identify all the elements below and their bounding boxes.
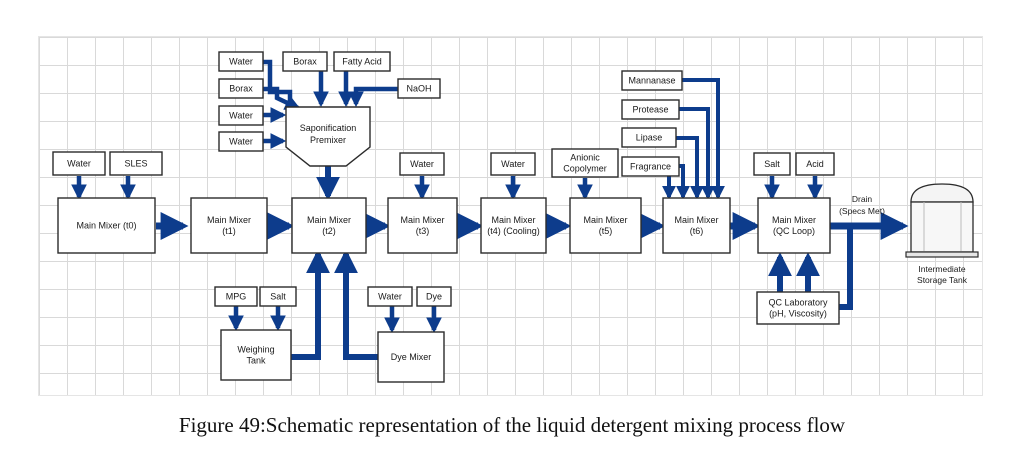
node-label: (t2) (322, 226, 336, 236)
node-label: Tank (246, 356, 266, 366)
node-label: Main Mixer (674, 215, 718, 225)
node-label: MPG (226, 292, 247, 302)
flow-weigh-t2 (291, 249, 330, 360)
node-mixer-t1: Main Mixer(t1) (190, 197, 268, 254)
node-label: Salt (764, 159, 780, 169)
node-label: (t4) (Cooling) (487, 226, 540, 236)
node-label: Premixer (310, 135, 346, 145)
node-label: (QC Loop) (773, 226, 815, 236)
node-fragrance: Fragrance (621, 156, 680, 177)
drain-label-line-2: (Specs Met) (839, 206, 885, 216)
node-water-dye: Water (367, 286, 413, 307)
node-water-t3: Water (399, 152, 445, 176)
storage-label-line-2: Storage Tank (917, 275, 968, 285)
node-mixer-t2: Main Mixer(t2) (291, 197, 367, 254)
node-label: Dye Mixer (391, 352, 432, 362)
node-water-t4: Water (490, 152, 536, 176)
flow-naoh-premixer (348, 86, 398, 108)
node-sap-borax-left: Borax (218, 78, 264, 99)
node-label: Dye (426, 292, 442, 302)
node-label: Main Mixer (772, 215, 816, 225)
node-label: Saponification (300, 123, 357, 133)
node-label: NaOH (406, 84, 431, 94)
node-mixer-t0: Main Mixer (t0) (57, 197, 156, 254)
node-label: (t5) (599, 226, 613, 236)
node-dye-mixer: Dye Mixer (377, 331, 445, 383)
node-dye: Dye (416, 286, 452, 307)
node-label: Acid (806, 159, 824, 169)
node-label: Main Mixer (400, 215, 444, 225)
node-acid-qc: Acid (795, 152, 835, 176)
node-label: Water (378, 292, 402, 302)
node-label: Salt (270, 292, 286, 302)
flow-arrows (71, 59, 909, 360)
node-label: Main Mixer (207, 215, 251, 225)
node-label: Water (229, 111, 253, 121)
node-label: Main Mixer (583, 215, 627, 225)
node-label: Weighing (237, 345, 274, 355)
node-protease: Protease (621, 99, 680, 120)
flow-borax-premixer (263, 86, 301, 111)
drain-label-line-1: Drain (852, 194, 873, 204)
node-label: Main Mixer (491, 215, 535, 225)
node-label: Borax (293, 57, 317, 67)
node-label: Water (501, 159, 525, 169)
flow-lipase-t6 (676, 136, 704, 200)
node-label: Water (229, 57, 253, 67)
intermediate-storage-tank: Intermediate Storage Tank (905, 183, 979, 285)
figure-caption: Figure 49:Schematic representation of th… (178, 413, 846, 437)
node-label: Main Mixer (t0) (76, 221, 136, 231)
node-sap-borax-top: Borax (282, 51, 328, 72)
node-mannanase: Mannanase (621, 70, 683, 91)
node-label: Water (67, 159, 91, 169)
node-sap-water-2: Water (218, 105, 264, 126)
node-label: (t3) (416, 226, 430, 236)
node-label: Copolymer (563, 164, 607, 174)
node-mpg: MPG (214, 286, 258, 307)
node-label: Mannanase (628, 76, 675, 86)
flow-dyemixer-t2 (334, 249, 378, 360)
node-label: (pH, Viscosity) (769, 309, 827, 319)
flow-fragrance-t6 (676, 164, 690, 200)
node-salt-weigh: Salt (259, 286, 297, 307)
node-mixer-t6: Main Mixer(t6) (662, 197, 731, 254)
node-mixer-t3: Main Mixer(t3) (387, 197, 458, 254)
node-salt-qc: Salt (753, 152, 791, 176)
node-label: Water (229, 137, 253, 147)
node-label: Anionic (570, 153, 600, 163)
node-mixer-qc: Main Mixer(QC Loop) (757, 197, 831, 254)
node-label: Main Mixer (307, 215, 351, 225)
flow-qc-to-drain (839, 226, 853, 310)
node-qc-laboratory: QC Laboratory(pH, Viscosity) (756, 291, 840, 325)
node-mixer-t5: Main Mixer(t5) (569, 197, 642, 254)
node-label: Fatty Acid (342, 57, 382, 67)
node-sap-naoh: NaOH (397, 78, 441, 99)
node-label: Borax (229, 84, 253, 94)
node-sap-water-3: Water (218, 131, 264, 152)
drain-label: Drain (Specs Met) (839, 194, 885, 216)
node-label: SLES (124, 159, 147, 169)
node-sap-water-1: Water (218, 51, 264, 72)
node-label: Water (410, 159, 434, 169)
storage-label-line-1: Intermediate (918, 264, 966, 274)
node-label: Protease (632, 105, 668, 115)
node-sap-fatty-acid: Fatty Acid (333, 51, 391, 72)
node-lipase: Lipase (621, 127, 677, 148)
flow-protease-t6 (679, 107, 715, 200)
flow-mannanase-t6 (682, 78, 725, 200)
node-mixer-t4: Main Mixer(t4) (Cooling) (480, 197, 547, 254)
node-label: Fragrance (630, 162, 671, 172)
node-label: (t1) (222, 226, 236, 236)
node-water-t0: Water (52, 151, 106, 176)
node-label: QC Laboratory (768, 298, 828, 308)
node-label: Lipase (636, 133, 663, 143)
node-sles-t0: SLES (109, 151, 163, 176)
node-label: (t6) (690, 226, 704, 236)
